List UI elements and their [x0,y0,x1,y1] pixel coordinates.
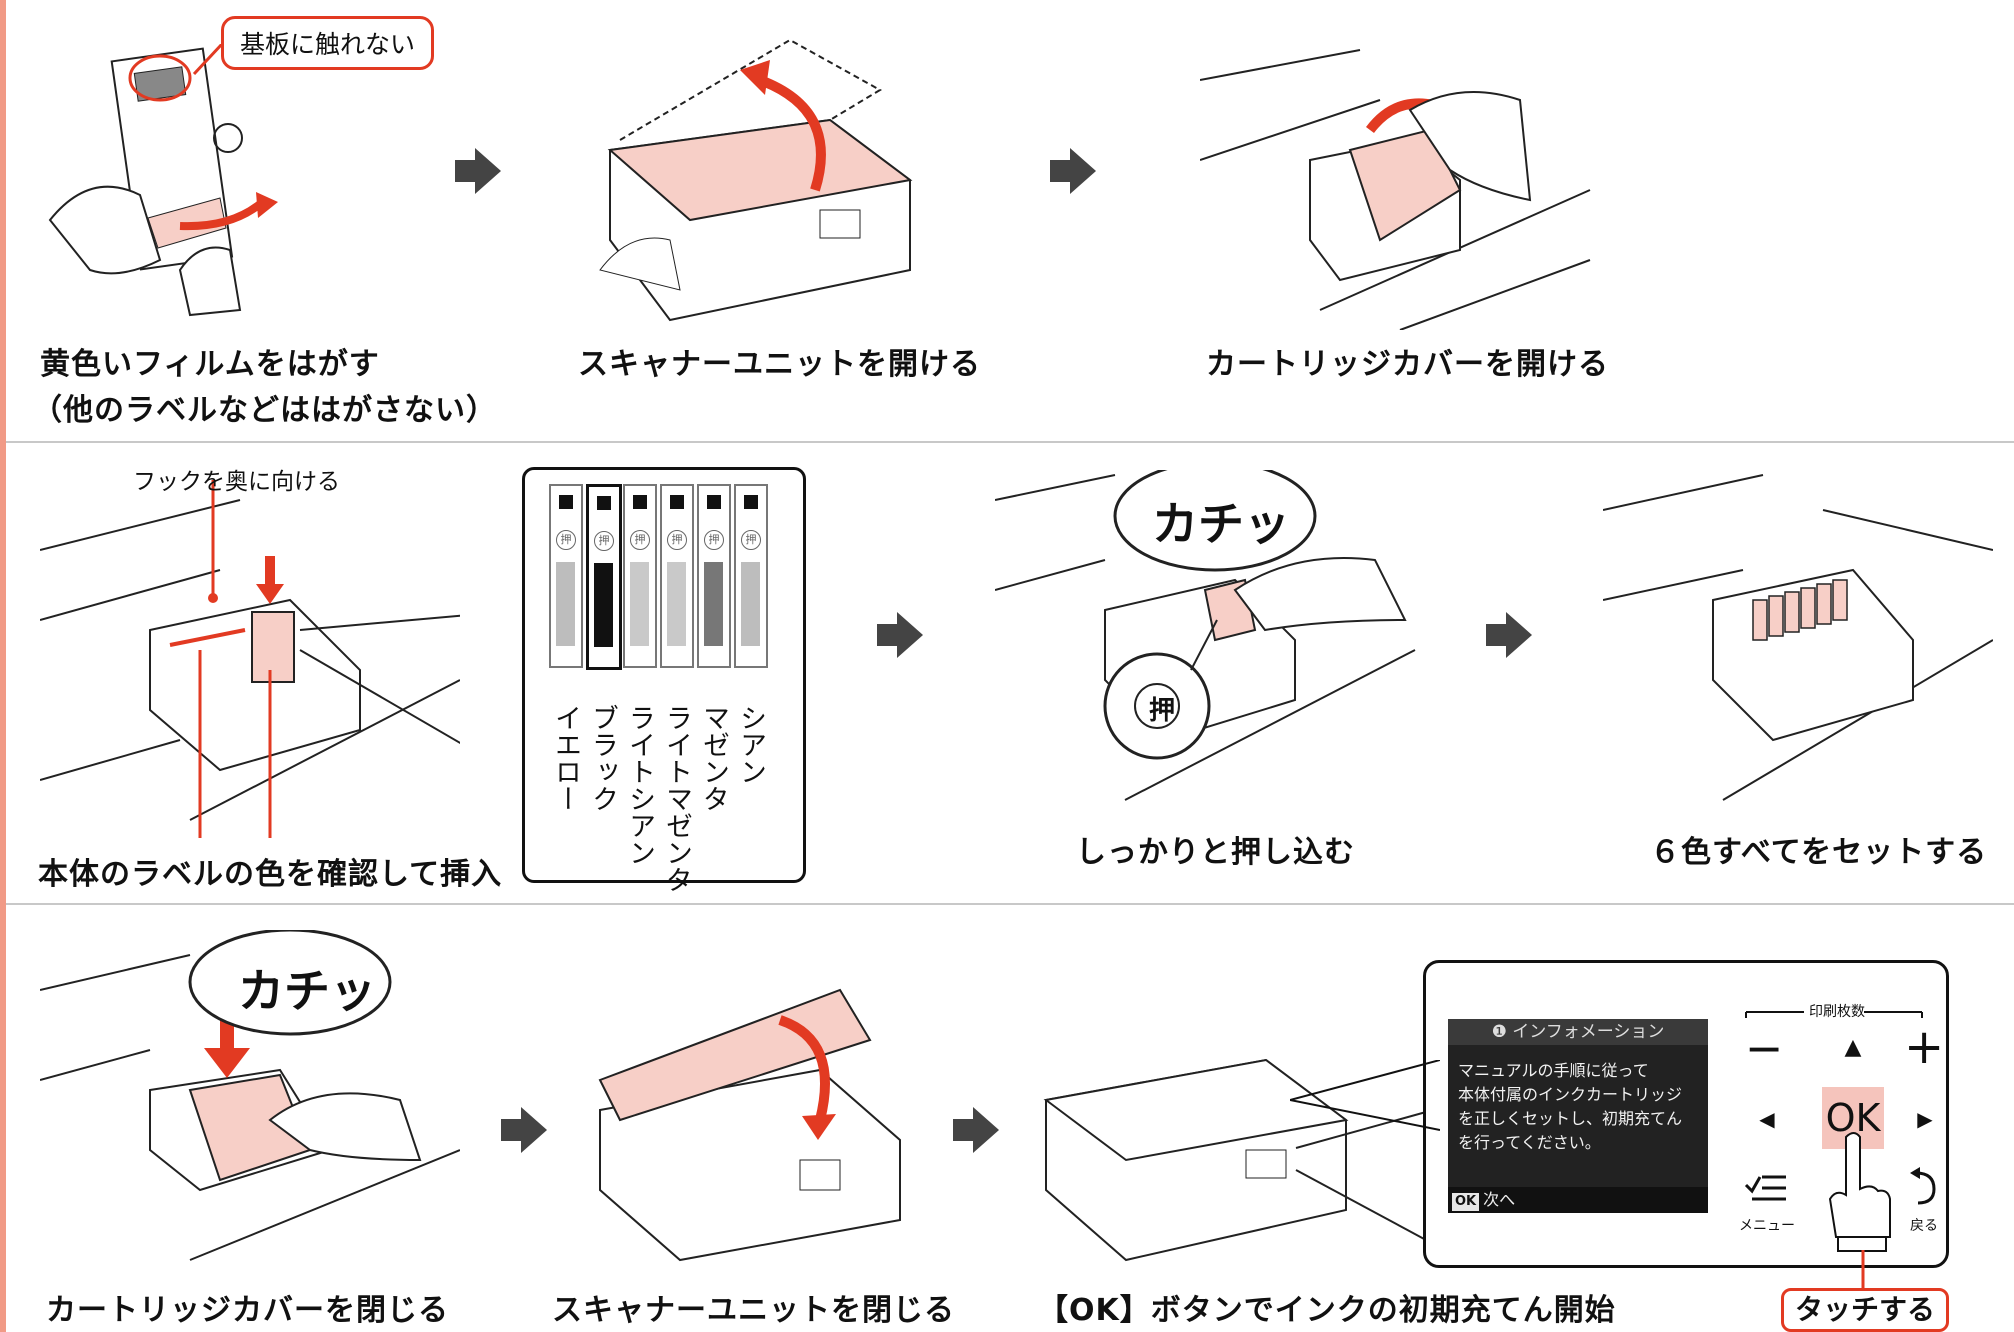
caption-step4: 本体のラベルの色を確認して挿入 [38,857,503,892]
caption-step3: カートリッジカバーを開ける [1206,347,1609,382]
all-cartridges-set-illustration [1603,474,1993,801]
color-name-light-cyan: ライトシアン [624,704,655,866]
lcd-message: マニュアルの手順に従って 本体付属のインクカートリッジ を正しくセットし、初期充… [1458,1059,1703,1155]
copies-label: 印刷枚数 [1809,1004,1865,1020]
callout-pointer-lines [1290,1060,1440,1131]
scanner-open-illustration [599,38,913,322]
pointing-hand-icon [1828,1132,1891,1252]
back-icon [1910,1167,1936,1205]
caption-step1-line2: （他のラベルなどははがさない） [32,393,497,428]
cartridge-swatch-light-cyan: 押 [623,484,657,668]
back-label: 戻る [1910,1218,1938,1234]
caption-step8: スキャナーユニットを閉じる [552,1293,955,1328]
cartridge-swatch-black: 押 [586,484,622,670]
cartridge-film-illustration [48,47,278,317]
left-button[interactable]: ◀ [1759,1107,1775,1131]
swatch-fill [630,562,649,646]
square-mark-icon [707,495,721,509]
cartridge-cover-open-illustration [1200,49,1591,330]
menu-label: メニュー [1739,1218,1795,1234]
swatch-fill [704,562,723,646]
up-button[interactable]: ▲ [1844,1035,1862,1060]
push-mark-icon: 押 [556,530,576,550]
info-icon: ❶ [1491,1022,1513,1042]
lcd-line: マニュアルの手順に従って [1458,1061,1649,1080]
cartridge-swatch-light-magenta: 押 [660,484,694,668]
control-panel-callout: ❶ インフォメーション マニュアルの手順に従って 本体付属のインクカートリッジ … [1423,960,1949,1268]
minus-button[interactable]: − [1744,1021,1784,1075]
push-mark-icon: 押 [704,530,724,550]
lcd-line: 本体付属のインクカートリッジ [1458,1085,1683,1104]
caption-step5: しっかりと押し込む [1076,835,1355,870]
copies-bracket [1745,1011,1923,1018]
cartridge-insert-illustration [40,480,460,838]
callout-leader [192,44,224,76]
lcd-line: を正しくセットし、初期充てん [1458,1109,1683,1128]
color-name-cyan: シアン [735,704,766,785]
cartridge-swatch-cyan: 押 [734,484,768,668]
swatch-fill [667,562,686,646]
scanner-close-illustration [598,988,901,1262]
row-divider [6,903,2014,905]
callout-do-not-touch-board: 基板に触れない [221,16,435,70]
color-name-black: ブラック [587,704,618,812]
cartridge-swatch-yellow: 押 [549,484,583,668]
push-mark-icon: 押 [630,530,650,550]
caption-step7: カートリッジカバーを閉じる [46,1293,449,1328]
lcd-line: を行ってください。 [1458,1133,1601,1152]
lcd-screen: ❶ インフォメーション マニュアルの手順に従って 本体付属のインクカートリッジ … [1448,1019,1708,1213]
menu-icon [1744,1175,1786,1201]
cartridge-cover-close-illustration [40,930,460,1261]
lcd-title: ❶ インフォメーション [1448,1019,1708,1045]
touch-leader [1861,1250,1865,1290]
push-mark-icon: 押 [1148,696,1175,726]
push-mark-icon: 押 [594,531,614,551]
row-divider [6,441,2014,443]
caption-step6: ６色すべてをセットする [1650,835,1988,870]
next-label: 次へ [1483,1190,1516,1209]
click-sound-text: カチッ [238,964,376,1018]
swatch-fill [594,563,613,647]
printer-closed-illustration [1043,1058,1427,1262]
right-button[interactable]: ▶ [1917,1107,1933,1131]
plus-button[interactable]: + [1904,1019,1945,1075]
cartridge-swatch-magenta: 押 [697,484,731,668]
push-mark-icon: 押 [741,530,761,550]
ok-chip: OK [1452,1193,1480,1211]
push-mark-icon: 押 [667,530,687,550]
color-name-magenta: マゼンタ [698,704,729,812]
square-mark-icon [597,496,611,510]
page-edge-bar [0,0,6,1332]
click-sound-text: カチッ [1152,497,1290,551]
square-mark-icon [559,495,573,509]
cartridge-push-illustration [995,470,1416,801]
square-mark-icon [744,495,758,509]
color-name-yellow: イエロー [550,704,581,812]
color-name-light-magenta: ライトマゼンタ [661,704,692,893]
caption-step9: 【OK】ボタンでインクの初期充てん開始 [1038,1293,1616,1328]
ink-color-panel: 押 押 押 押 押 押 イエロー ブラック ライトシアン ライトマゼンタ マゼン… [522,467,806,893]
touch-instruction: タッチする [1781,1288,1949,1332]
lcd-title-text: インフォメーション [1512,1022,1665,1042]
swatch-fill [556,562,575,646]
square-mark-icon [670,495,684,509]
swatch-fill [741,562,760,646]
square-mark-icon [633,495,647,509]
caption-step2: スキャナーユニットを開ける [578,347,981,382]
caption-step1-line1: 黄色いフィルムをはがす [40,347,380,382]
label-hook-direction: フックを奥に向ける [133,469,340,495]
